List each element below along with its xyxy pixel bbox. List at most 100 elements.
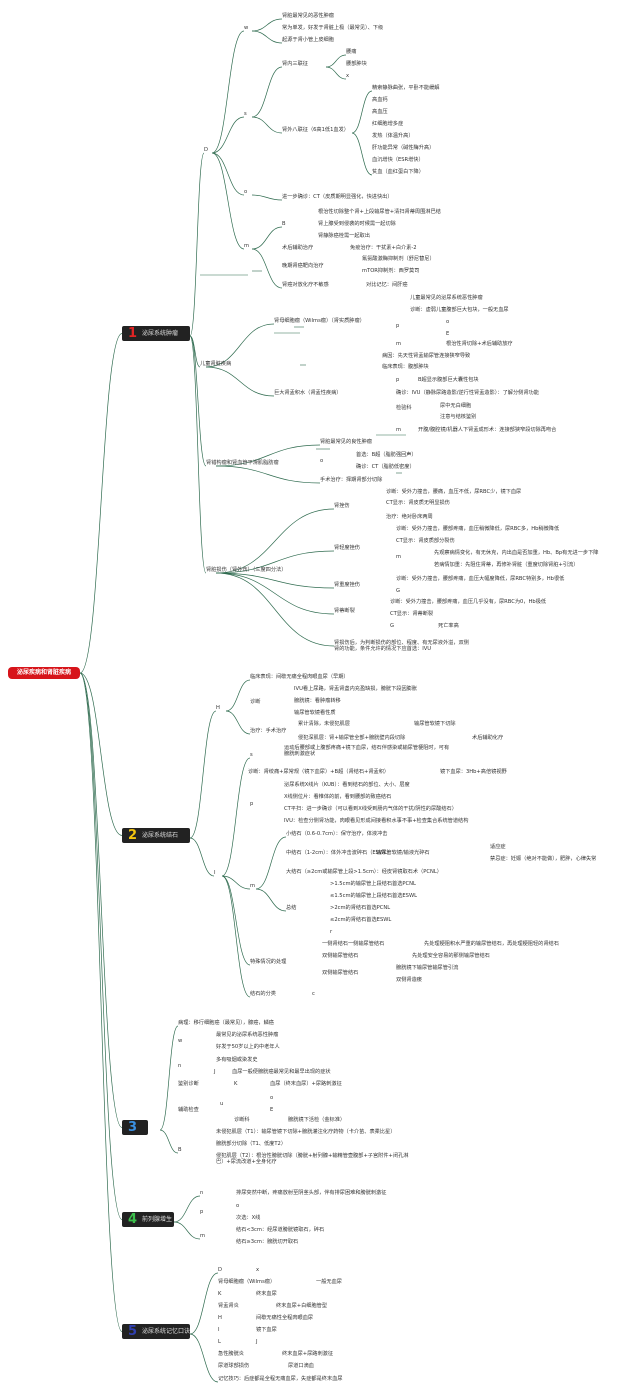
node-label[interactable]: 大结石（≥2cm或输尿管上段>1.5cm）：经皮肾镜取石术（PCNL） [286, 869, 442, 875]
node-label[interactable]: CT显示：肾皮质部分裂伤 [396, 538, 455, 544]
node-label[interactable]: 结石的分类 [250, 991, 276, 997]
node-label[interactable]: 临床表现：腹部肿块 [382, 364, 429, 370]
node-label[interactable]: 术后辅助化疗 [472, 735, 504, 741]
node-label[interactable]: 累计清除，未侵犯肌层 [298, 721, 350, 727]
node-label[interactable]: 贫血（血红蛋白下降） [372, 169, 424, 175]
node-label[interactable]: 确诊：IVU（静脉尿路造影/逆行性肾盂造影）：了解分侧肾功能 [396, 390, 539, 396]
node-label[interactable]: x [346, 73, 350, 79]
node-label[interactable]: m [396, 341, 402, 347]
node-label[interactable]: 诊断：受外力撞击，腰部疼痛，血压稍微降低，尿RBC多，Hb稍微降低 [396, 526, 560, 532]
node-label[interactable]: 死亡率高 [438, 623, 459, 629]
node-label[interactable]: 肾损伤后，为判断损伤的部位、程度、有无尿液外溢，双侧肾的功能，条件允许的情况下应… [334, 640, 469, 652]
node-label[interactable]: s [250, 752, 253, 758]
node-label[interactable]: >2cm的肾结石首选PCNL [330, 905, 391, 911]
node-label[interactable]: IVU：检查分侧肾功能，肉眼看见形成间接看积水事不事+检查集合系统管道结构 [284, 818, 469, 824]
node-label[interactable]: 血沉增快（ESR增快） [372, 157, 424, 163]
node-label[interactable]: 儿童最常见的泌尿系统恶性肿瘤 [410, 295, 483, 301]
node-label[interactable]: 腰部肿块 [346, 61, 367, 67]
node-label[interactable]: 镜下血尿 [256, 1327, 277, 1333]
node-label[interactable]: m [396, 554, 402, 560]
node-label[interactable]: 结石<3cm：经尿道膀胱镜取石，碎石 [236, 1227, 325, 1233]
node-label[interactable]: 肾脏最常见的恶性肿瘤 [282, 13, 334, 19]
node-label[interactable]: 若病情加重：先阻住肾蒂，再修补肾脏（重度切除肾脏+引流） [434, 562, 579, 568]
category-node-3[interactable]: 3 [122, 1120, 148, 1135]
root-node[interactable]: 泌尿疾病和肾脏疾病 [8, 667, 80, 679]
node-label[interactable]: 禁忌症：妊娠（绝对不能做），肥胖，心律失常 [490, 856, 597, 862]
node-label[interactable]: n [200, 1190, 204, 1196]
node-label[interactable]: 术后辅助治疗 [282, 245, 314, 251]
node-label[interactable]: 肾挫伤 [334, 503, 350, 509]
node-label[interactable]: 未侵犯肌层（T1）：输尿管镜下切除+膀胱灌注化疗药物（卡介苗、表柔比星） [216, 1129, 396, 1135]
node-label[interactable]: p [250, 801, 254, 807]
node-label[interactable]: CT显示：肾蒂断裂 [390, 611, 434, 617]
node-label[interactable]: ≤2cm的肾结石首选ESWL [330, 917, 392, 923]
node-label[interactable]: 诊断：肾绞痛+尿常规（镜下血尿）+B超（肾结石+肾盂积） [248, 769, 390, 775]
node-label[interactable]: 氟氨酸激酶抑制剂（舒尼替尼） [362, 256, 435, 262]
node-label[interactable]: 高血压 [372, 109, 388, 115]
node-label[interactable]: o [236, 1203, 240, 1209]
node-label[interactable]: 膀胱镜下活检（金标准） [288, 1117, 346, 1123]
node-label[interactable]: H [216, 705, 220, 711]
node-label[interactable]: G [396, 588, 401, 594]
node-label[interactable]: 巨大肾盂积水（肾盂性疾病） [274, 390, 342, 396]
node-label[interactable]: 输尿管软镜/输液光碎石 [376, 850, 430, 856]
node-label[interactable]: 治疗：手术治疗 [250, 728, 287, 734]
node-label[interactable]: 先处理安全容易的那侧输尿管结石 [412, 953, 490, 959]
node-label[interactable]: m [250, 883, 256, 889]
node-label[interactable]: 血尿一般便膀胱癌最常见和最早出现的症状 [232, 1069, 331, 1075]
node-label[interactable]: 中结石（1-2cm）：体外冲击波碎石（ESWL） [286, 850, 393, 856]
node-label[interactable]: 镜下血尿：3Hb+高倍镜视野 [440, 769, 507, 775]
node-label[interactable]: p [396, 377, 400, 383]
node-label[interactable]: D [204, 147, 208, 153]
node-label[interactable]: E [446, 331, 450, 337]
node-label[interactable]: 侵犯肌层（T2）：根治性膀胱切除（膀胱+射列腺+输精管壶腹部+子宫附件+闭孔淋巴… [216, 1153, 409, 1165]
node-label[interactable]: >1.5cm的输尿管上段结石首选PCNL [330, 881, 416, 887]
node-label[interactable]: 膀胱镜：看肿瘤转移 [294, 698, 341, 704]
node-label[interactable]: 尿道口滴血 [288, 1363, 314, 1369]
node-label[interactable]: 肾母细胞瘤（Wilms瘤）（肾实质肿瘤） [274, 318, 365, 324]
node-label[interactable]: I [218, 1327, 220, 1333]
node-label[interactable]: 精索静脉曲张，平卧不能缓解 [372, 85, 440, 91]
node-label[interactable]: 肾上腺受到侵袭的时候需一起切除 [318, 221, 396, 227]
node-label[interactable]: 诊断：受外力撞击，腰部疼痛，血压几乎没有，尿RBC为0，Hb极低 [390, 599, 547, 605]
node-label[interactable]: 运动后腰部或上腹部疼痛+镜下血尿，结石伴感染或输尿管梗阻时，可有膀胱刺激症状 [284, 745, 450, 757]
node-label[interactable]: s [244, 111, 247, 117]
node-label[interactable]: x [256, 1267, 260, 1273]
node-label[interactable]: 排尿突然中断，疼痛放射至阴茎头部，伴有排尿困难和膀胱刺激征 [236, 1190, 387, 1196]
node-label[interactable]: 输尿管软镜看性质 [294, 710, 336, 716]
node-label[interactable]: 检验科 [396, 405, 412, 411]
node-label[interactable]: 首选：B超（脂肪强回声） [356, 452, 417, 458]
node-label[interactable]: 肾脏损伤（肾外伤）（三度四分法） [206, 567, 287, 573]
node-label[interactable]: m [244, 243, 250, 249]
node-label[interactable]: c [312, 991, 315, 997]
node-label[interactable]: H [218, 1315, 222, 1321]
node-label[interactable]: 输尿管软镜下切除 [414, 721, 456, 727]
node-label[interactable]: 结石≥3cm：膀胱切开取石 [236, 1239, 299, 1245]
node-label[interactable]: X线侧位片：看椎体的前，看到腰部的致癌结石 [284, 794, 392, 800]
node-label[interactable]: 诊断科 [234, 1117, 250, 1123]
node-label[interactable]: 膀胱镜下输尿管输尿管引流 [396, 965, 459, 971]
node-label[interactable]: 尿道球部损伤 [218, 1363, 250, 1369]
node-label[interactable]: 临床表现：间歇无痛全程肉眼血尿（早期） [250, 674, 349, 680]
node-label[interactable]: 肾静脉癌栓需一起取出 [318, 233, 370, 239]
node-label[interactable]: 高血钙 [372, 97, 388, 103]
node-label[interactable]: D [218, 1267, 222, 1273]
node-label[interactable]: B超显示腹部巨大囊性包块 [418, 377, 479, 383]
node-label[interactable]: 手术治疗：择期肾部分切除 [320, 477, 383, 483]
node-label[interactable]: 腰痛 [346, 49, 357, 55]
node-label[interactable]: mTOR抑制剂：西罗莫司 [362, 268, 420, 274]
node-label[interactable]: 辅助检查 [178, 1107, 199, 1113]
node-label[interactable]: 尿中无白细胞 [440, 403, 472, 409]
node-label[interactable]: o [446, 319, 450, 325]
node-label[interactable]: 血尿（终末血尿）+尿路刺激征 [270, 1081, 342, 1087]
node-label[interactable]: 病因：先天性肾盂输尿管连接狭窄导致 [382, 353, 471, 359]
node-label[interactable]: 儿童肾脏疾病 [200, 361, 232, 367]
node-label[interactable]: CT显示：肾皮质无明显损伤 [386, 500, 450, 506]
node-label[interactable]: 次选：X线 [236, 1215, 261, 1221]
node-label[interactable]: 鉴别诊断 [178, 1081, 199, 1087]
node-label[interactable]: 侵犯深肌层：肾+输尿管全部+膀胱壁内段切除 [298, 735, 406, 741]
node-label[interactable]: 发热（体温升高） [372, 133, 414, 139]
node-label[interactable]: 晚期肾癌靶向治疗 [282, 263, 324, 269]
node-label[interactable]: 肾内三联征 [282, 61, 308, 67]
